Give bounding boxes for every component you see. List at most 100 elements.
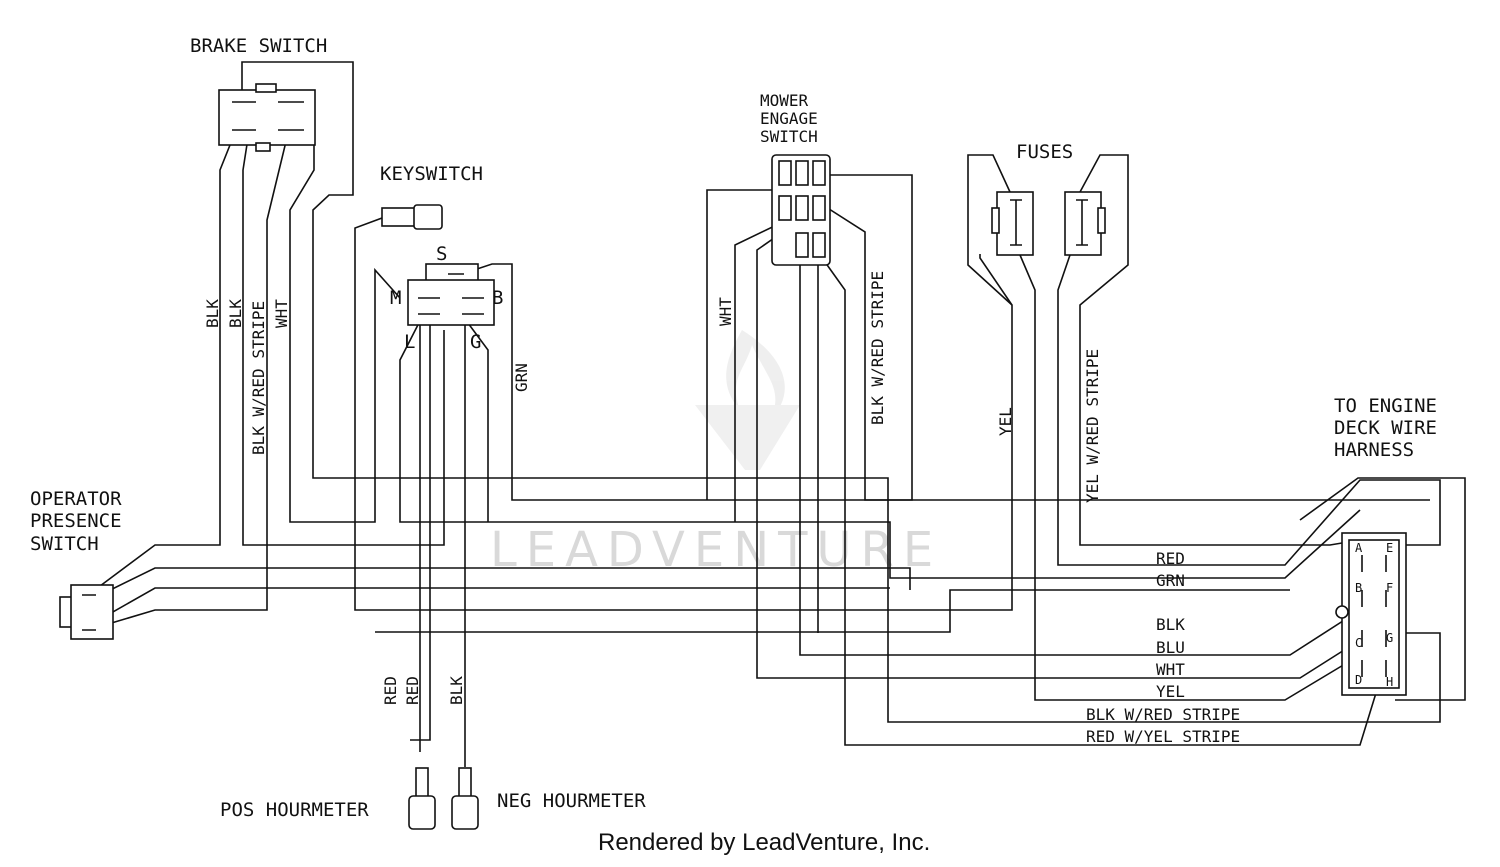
mower-engage-label-1: MOWER bbox=[760, 91, 809, 110]
wire-label-yel-red-stripe: YEL W/RED STRIPE bbox=[1083, 349, 1102, 503]
harness-pin-a: A bbox=[1355, 541, 1363, 555]
wire-key-g bbox=[461, 314, 489, 522]
wire-label-wht-1: WHT bbox=[272, 299, 291, 328]
footer-credit: Rendered by LeadVenture, Inc. bbox=[598, 829, 930, 856]
bundle-label-yel: YEL bbox=[1156, 682, 1185, 701]
mower-engage-label-2: ENGAGE bbox=[760, 109, 818, 128]
wire-brake-blk-inner bbox=[242, 124, 445, 546]
keyswitch-terminal-m: M bbox=[390, 287, 401, 309]
bundle-label-grn: GRN bbox=[1156, 571, 1185, 590]
bundle-label-red-yel-stripe: RED W/YEL STRIPE bbox=[1086, 727, 1240, 746]
wire-mes-loop-3 bbox=[814, 199, 1430, 501]
harness-pin-d: D bbox=[1355, 673, 1362, 687]
harness-label-2: DECK WIRE bbox=[1334, 417, 1437, 439]
wire-key-l bbox=[399, 314, 1361, 579]
ops-label-3: SWITCH bbox=[30, 533, 99, 555]
bundle-label-blk-red-stripe: BLK W/RED STRIPE bbox=[1086, 705, 1240, 724]
wire-label-blk-1: BLK bbox=[203, 299, 222, 328]
wire-label-blk-red-stripe-1: BLK W/RED STRIPE bbox=[249, 301, 268, 455]
bundle-labels: RED GRN BLK BLU WHT YEL BLK W/RED STRIPE… bbox=[1086, 549, 1240, 746]
wire-blu-run bbox=[400, 589, 1290, 633]
wire-ops-mid-2 bbox=[89, 587, 890, 626]
pos-hourmeter-connector bbox=[408, 767, 436, 830]
wire-brake-blk-outer bbox=[87, 124, 239, 596]
harness-pin-b: B bbox=[1355, 581, 1362, 595]
harness-pin-e: E bbox=[1386, 541, 1393, 555]
mower-engage-switch: MOWER ENGAGE SWITCH bbox=[760, 91, 831, 266]
ops-label-1: OPERATOR bbox=[30, 488, 122, 510]
wire-key-connector bbox=[354, 217, 1013, 611]
fuses: FUSES bbox=[991, 141, 1106, 256]
harness-connector-inner bbox=[1348, 539, 1400, 689]
keyswitch-label: KEYSWITCH bbox=[380, 163, 483, 185]
hourmeter-connectors: POS HOURMETER NEG HOURMETER bbox=[220, 767, 646, 830]
ops-body bbox=[70, 584, 114, 640]
brake-switch: BRAKE SWITCH bbox=[190, 35, 327, 152]
keyswitch-contacts bbox=[418, 273, 484, 315]
harness-key-notch bbox=[1335, 605, 1349, 619]
harness-label-3: HARNESS bbox=[1334, 439, 1414, 461]
brake-switch-tab-bottom bbox=[255, 142, 271, 152]
bundle-label-wht: WHT bbox=[1156, 660, 1185, 679]
wire-ops-mid-1 bbox=[89, 567, 911, 601]
wire-fuse-left-top bbox=[967, 154, 1013, 306]
harness-pin-f: F bbox=[1386, 581, 1393, 595]
keyswitch-connector-plug bbox=[413, 204, 443, 230]
neg-hourmeter-label: NEG HOURMETER bbox=[497, 790, 646, 812]
mower-engage-terminals bbox=[778, 160, 826, 258]
vertical-wire-labels: BLK BLK BLK W/RED STRIPE WHT GRN WHT BLK… bbox=[203, 271, 1102, 705]
harness-pin-h: H bbox=[1386, 675, 1393, 689]
wire-label-red-1: RED bbox=[381, 676, 400, 705]
keyswitch-connector bbox=[381, 207, 417, 227]
keyswitch-terminal-b: B bbox=[492, 287, 503, 309]
mower-engage-label-3: SWITCH bbox=[760, 127, 818, 146]
keyswitch-body bbox=[407, 279, 495, 326]
brake-switch-tab-top bbox=[255, 83, 277, 93]
wire-fuse-right-down bbox=[1057, 254, 1441, 566]
wire-brake-wht bbox=[289, 90, 401, 523]
pos-hourmeter-label: POS HOURMETER bbox=[220, 799, 369, 821]
wire-mes-wht bbox=[706, 189, 777, 500]
wire-mes-bottom-3 bbox=[824, 261, 1381, 746]
wire-label-red-2: RED bbox=[403, 676, 422, 705]
harness-pin-c: C bbox=[1355, 636, 1362, 650]
harness-contacts bbox=[1361, 555, 1387, 677]
brake-switch-body bbox=[218, 89, 316, 146]
wire-key-s-to-b bbox=[449, 174, 913, 501]
wire-label-wht-2: WHT bbox=[716, 297, 735, 326]
keyswitch: KEYSWITCH S M B L G bbox=[380, 163, 503, 353]
wire-fuse-left-down bbox=[1019, 254, 1361, 701]
wire-mes-loop-1 bbox=[734, 219, 788, 522]
wire-brake-top-loop bbox=[241, 61, 1441, 723]
wire-label-blk-2: BLK bbox=[226, 299, 245, 328]
harness-label-1: TO ENGINE bbox=[1334, 395, 1437, 417]
harness-pin-g: G bbox=[1386, 631, 1393, 645]
fuses-label: FUSES bbox=[1016, 141, 1073, 163]
wire-key-pos-red-2 bbox=[410, 315, 431, 741]
wire-harness-outer-loop bbox=[1299, 477, 1466, 701]
fuse-right-icon bbox=[1064, 191, 1106, 256]
bundle-label-blk: BLK bbox=[1156, 615, 1185, 634]
wire-mes-bottom-1 bbox=[799, 262, 1361, 656]
bundle-label-red: RED bbox=[1156, 549, 1185, 568]
ops-contacts bbox=[82, 594, 96, 631]
keyswitch-terminal-l: L bbox=[404, 331, 415, 353]
keyswitch-terminal-g: G bbox=[470, 331, 481, 353]
watermark-text: LEADVENTURE bbox=[490, 522, 942, 578]
wire-label-blk-red-stripe-2: BLK W/RED STRIPE bbox=[868, 271, 887, 425]
brake-switch-contacts bbox=[232, 101, 304, 131]
wire-label-yel-1: YEL bbox=[996, 407, 1015, 436]
wire-brake-blk-red bbox=[87, 124, 291, 631]
fuse-left-icon bbox=[991, 191, 1034, 256]
wire-fuse-right-top bbox=[1079, 154, 1361, 546]
brake-switch-label: BRAKE SWITCH bbox=[190, 35, 327, 57]
watermark-logo-icon bbox=[695, 330, 800, 470]
wire-label-grn-1: GRN bbox=[512, 363, 531, 392]
engine-harness: TO ENGINE DECK WIRE HARNESS A B C D E F … bbox=[1334, 395, 1437, 696]
bundle-label-blu: BLU bbox=[1156, 638, 1185, 657]
ops-label-2: PRESENCE bbox=[30, 510, 122, 532]
keyswitch-terminal-s: S bbox=[436, 243, 447, 265]
operator-presence-switch: OPERATOR PRESENCE SWITCH bbox=[30, 488, 122, 640]
